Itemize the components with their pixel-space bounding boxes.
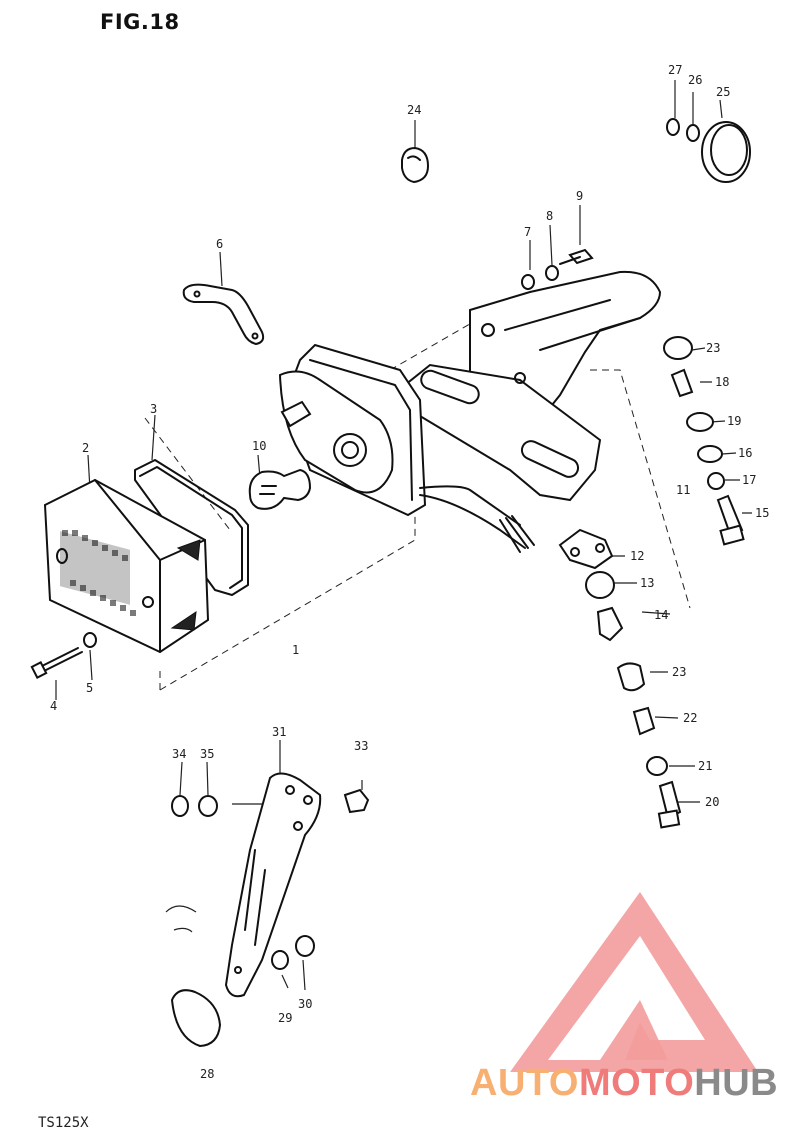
watermark-auto: AUTO (470, 1062, 579, 1104)
callout-30: 30 (298, 997, 313, 1011)
callout-23-lower: 23 (672, 665, 687, 679)
grommet-part-24 (401, 146, 430, 184)
callout-10: 10 (252, 439, 267, 453)
callout-9: 9 (576, 189, 584, 203)
callout-18: 18 (715, 375, 730, 389)
watermark-text: AUTOMOTOHUB (470, 1062, 778, 1105)
callout-7: 7 (524, 225, 532, 239)
callout-26: 26 (688, 73, 703, 87)
watermark-hub: HUB (694, 1062, 779, 1104)
callout-15: 15 (755, 506, 770, 520)
callout-28: 28 (200, 1067, 215, 1081)
callout-21: 21 (698, 759, 713, 773)
callout-20: 20 (705, 795, 720, 809)
callout-31: 31 (272, 725, 287, 739)
reflector-assembly (666, 118, 751, 183)
screw-part-4 (30, 647, 83, 679)
watermark-logo (510, 892, 758, 1072)
figure-title: FIG.18 (100, 10, 180, 34)
fastener-stack-upper (663, 336, 745, 546)
callout-27: 27 (668, 63, 683, 77)
callout-11: 11 (676, 483, 691, 497)
callout-4: 4 (50, 699, 58, 713)
callout-35: 35 (200, 747, 215, 761)
callout-1: 1 (292, 643, 300, 657)
callout-34: 34 (172, 747, 187, 761)
nuts-34-35-33 (171, 788, 370, 817)
watermark-moto: MOTO (578, 1062, 695, 1104)
callout-3: 3 (150, 402, 158, 416)
bracket-stay-part-6 (182, 283, 265, 346)
callout-12: 12 (630, 549, 645, 563)
bolt-and-washers-top (521, 248, 594, 290)
lens-part-2 (43, 478, 210, 654)
callout-13: 13 (640, 576, 655, 590)
taillight-socket-housing (278, 343, 535, 553)
callout-19: 19 (727, 414, 742, 428)
callout-33: 33 (354, 739, 369, 753)
callout-25: 25 (716, 85, 731, 99)
bulb-part-10 (248, 468, 312, 510)
callout-17: 17 (742, 473, 757, 487)
callout-22: 22 (683, 711, 698, 725)
model-label: TS125X (38, 1115, 89, 1131)
nuts-29-30 (271, 935, 315, 970)
callout-23-upper: 23 (706, 341, 721, 355)
callout-2: 2 (82, 441, 90, 455)
grommets-12-14 (558, 528, 624, 642)
fastener-stack-lower (616, 662, 682, 829)
callout-16: 16 (738, 446, 753, 460)
callout-8: 8 (546, 209, 554, 223)
callout-14: 14 (654, 608, 669, 622)
reflector-bracket-part-31 (224, 772, 322, 998)
callout-24: 24 (407, 103, 422, 117)
washer-part-5 (83, 632, 97, 648)
callout-6: 6 (216, 237, 224, 251)
callout-5: 5 (86, 681, 94, 695)
license-bracket-part-11 (403, 270, 662, 502)
callout-29: 29 (278, 1011, 293, 1025)
reflector-part-28 (165, 905, 222, 1048)
